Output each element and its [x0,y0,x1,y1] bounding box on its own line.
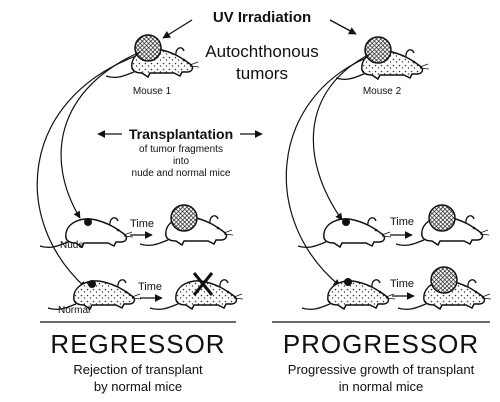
rejected-x-mark [192,272,214,296]
progressor-desc-line1: Progressive growth of transplant [287,362,475,377]
right-normal-mouse-after [397,266,492,311]
small-graft [344,278,352,286]
uv-arrow-left [162,19,193,39]
progressor-desc-line2: in normal mice [338,379,424,394]
right-normal-time-label: Time [390,278,415,290]
left-normal-mouse-after [149,279,244,311]
regressor-desc-line1: Rejection of transplant [73,362,203,377]
uv-arrow-right [329,19,357,35]
mouse-1-label: Mouse 1 [132,86,172,97]
left-nude-time-label: Time [130,218,155,230]
grown-tumor [430,266,458,294]
small-graft [342,218,350,226]
left-nude-mouse-after [139,204,234,247]
left-nude-label: Nude [60,240,84,251]
transplant-desc-line3: nude and normal mice [131,168,231,179]
tumors-label: tumors [236,64,288,83]
regressor-desc-line2: by normal mice [93,379,183,394]
mouse-2-label: Mouse 2 [362,86,402,97]
left-normal-mouse-start [47,279,142,311]
autochthonous-label: Autochthonous [205,42,319,61]
mouse-2-illustration [335,36,430,81]
regressor-heading: REGRESSOR [50,329,226,359]
mouse-2-tumor [364,36,392,64]
right-nude-mouse-start [297,217,392,249]
mouse-1-illustration [105,34,200,79]
left-nude-mouse-start [39,217,134,249]
progressor-heading: PROGRESSOR [282,329,480,359]
transplant-desc-line2: into [172,156,190,167]
uv-irradiation-label: UV Irradiation [212,9,312,26]
right-nude-mouse-after [395,204,490,247]
transplant-path-right-nude [312,53,371,221]
transplantation-label: Transplantation [128,126,234,142]
left-normal-label: Normal [58,305,91,316]
transplant-path-right-normal [285,57,367,287]
right-normal-mouse-start [301,278,396,311]
small-graft [88,280,96,288]
transplant-desc-line1: of tumor fragments [139,144,223,155]
left-normal-time-label: Time [138,281,163,293]
mouse-1-tumor [134,34,162,62]
right-nude-time-label: Time [390,216,415,228]
small-graft [84,218,92,226]
grown-tumor [170,204,198,232]
transplant-path-left-normal [36,55,137,289]
grown-tumor [428,204,456,232]
